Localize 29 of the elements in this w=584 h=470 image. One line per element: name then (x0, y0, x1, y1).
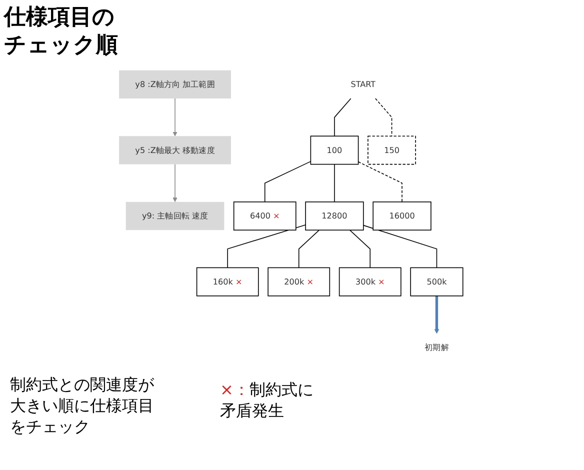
node-text: 初期解 (424, 342, 449, 352)
node-box: 150 (368, 136, 416, 165)
node-box: 100 (310, 136, 359, 165)
connector (264, 161, 312, 202)
connector (363, 224, 438, 268)
node-box: y9: 主軸回転 速度 (126, 202, 224, 230)
note-text: 制約式との関連度が大きい順に仕様項目をチェック (10, 375, 156, 438)
connector (227, 224, 306, 268)
node-box: 500k (410, 267, 464, 296)
arrow (434, 296, 440, 334)
connector (298, 230, 320, 268)
arrow (172, 98, 178, 136)
legend-text: ×：制約式に矛盾発生 (220, 380, 314, 422)
node-box: 6400 × (233, 202, 296, 230)
connector (334, 98, 352, 136)
connector (334, 164, 335, 202)
node-box: 12800 (305, 202, 364, 230)
node-box: 200k × (268, 267, 330, 296)
node-box: 160k × (196, 267, 259, 296)
node-box: y5 :Z軸最大 移動速度 (119, 136, 231, 164)
connector (349, 230, 371, 268)
node-box: 16000 (372, 202, 432, 230)
title: 仕様項目のチェック順 (4, 4, 119, 59)
node-text: START (350, 79, 376, 90)
connector (358, 161, 402, 202)
connector (375, 98, 392, 136)
arrow (172, 164, 178, 202)
node-box: y8 :Z軸方向 加工範囲 (119, 70, 231, 98)
node-box: 300k × (338, 267, 402, 296)
